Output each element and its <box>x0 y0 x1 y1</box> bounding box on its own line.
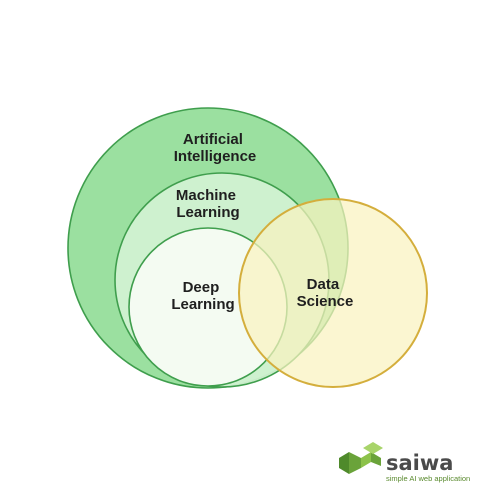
ai-label-line-2: Intelligence <box>174 148 257 165</box>
ai-label-line-1: Artificial <box>183 131 243 148</box>
ds-label-line-1: Data <box>307 276 340 293</box>
saiwa-logo-name: saiwa <box>386 451 453 475</box>
saiwa-logo-icon <box>339 442 383 474</box>
ds-circle <box>238 198 428 388</box>
ds-label: Data Science <box>297 276 354 310</box>
ds-label-line-2: Science <box>297 293 354 310</box>
ml-label-line-2: Learning <box>176 204 239 221</box>
dl-label: Deep Learning <box>171 279 234 313</box>
ml-label-line-1: Machine <box>176 187 236 204</box>
dl-label-line-2: Learning <box>171 296 234 313</box>
ai-label: Artificial Intelligence <box>174 131 257 165</box>
dl-label-line-1: Deep <box>183 279 220 296</box>
saiwa-logo: saiwa simple AI web application <box>339 442 470 483</box>
saiwa-logo-tagline: simple AI web application <box>386 474 470 483</box>
ml-label: Machine Learning <box>176 187 240 221</box>
